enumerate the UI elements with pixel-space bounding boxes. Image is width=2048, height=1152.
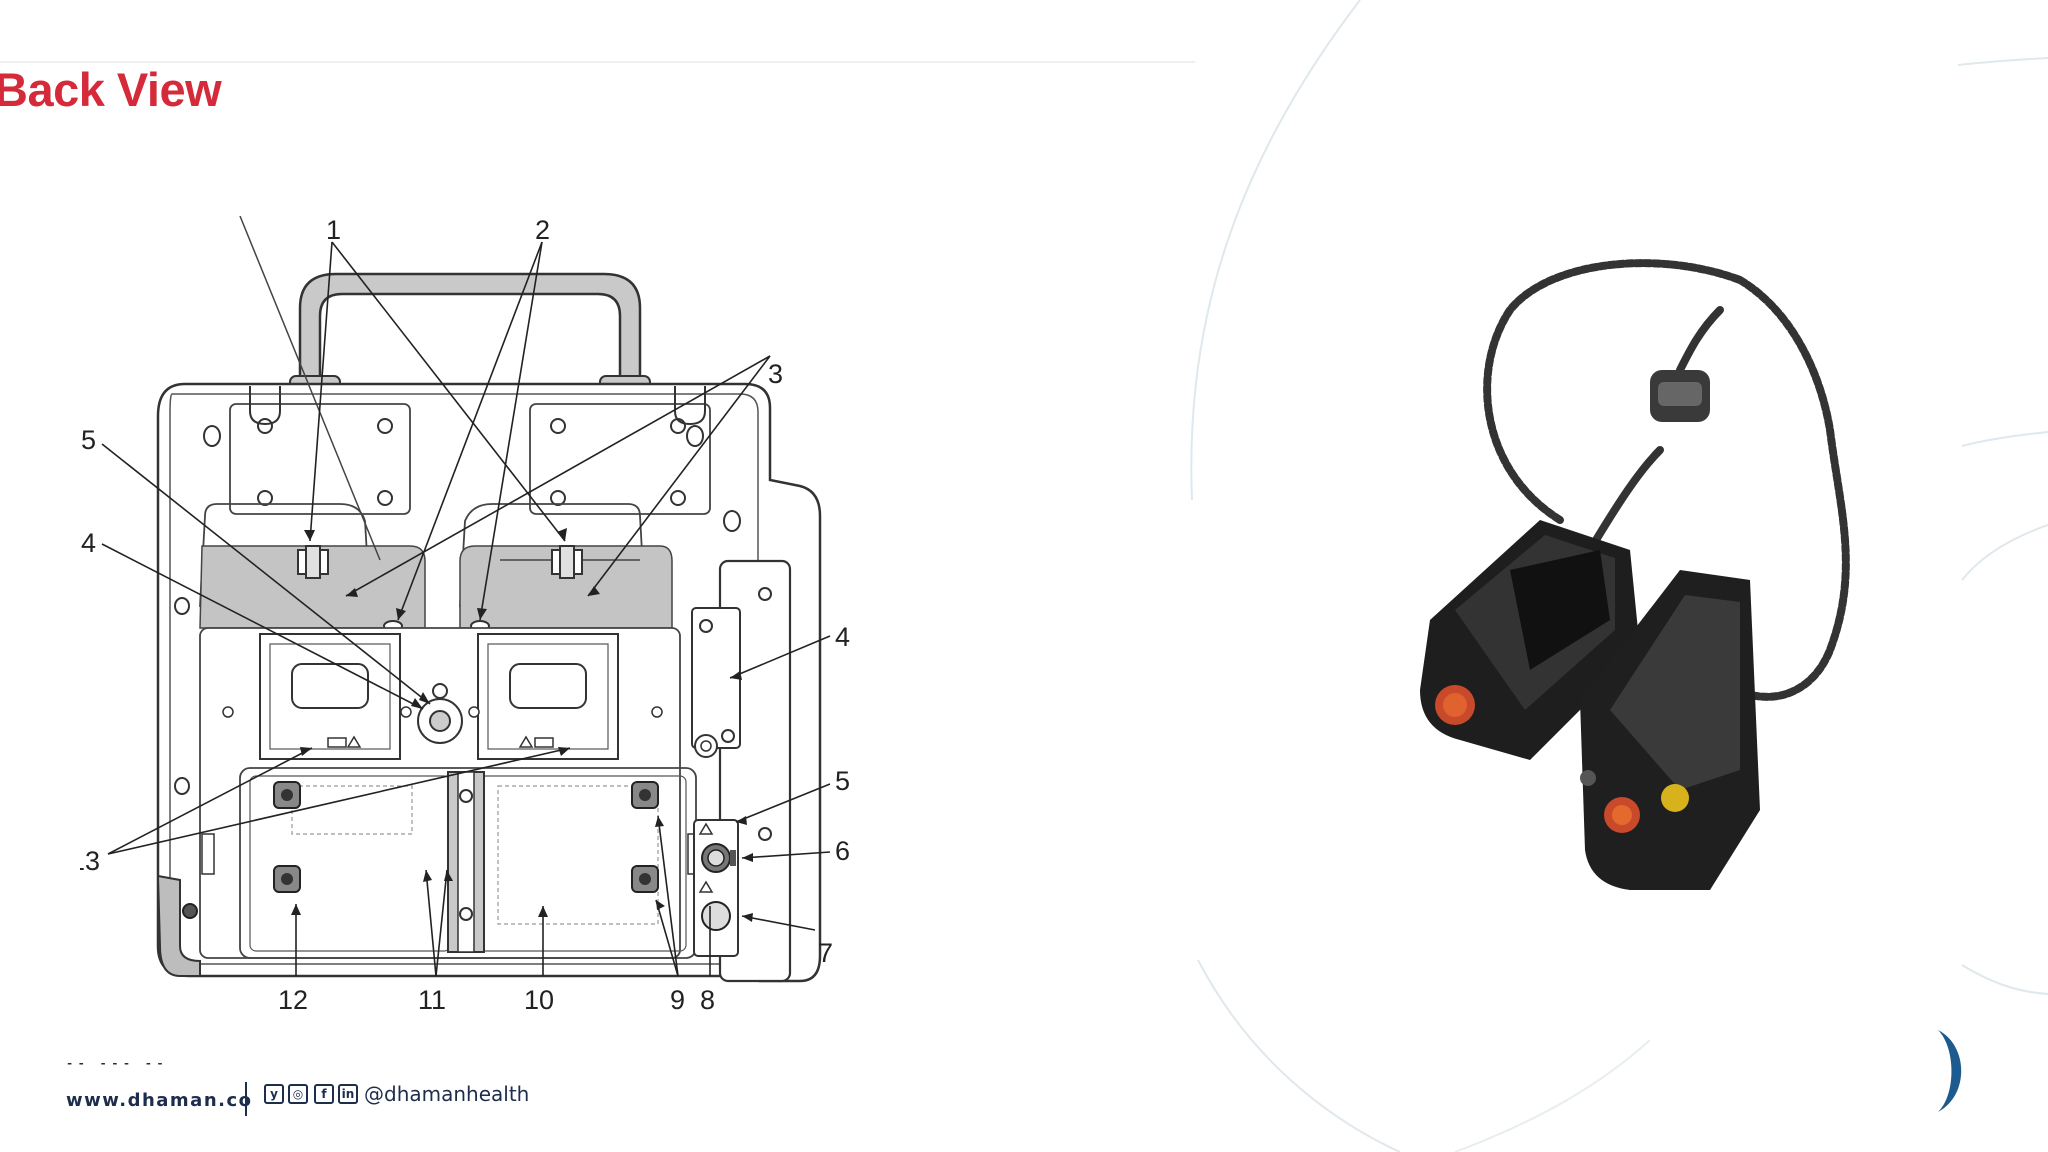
callout-15: 15 (80, 425, 96, 455)
callout-labels: 1 2 3 4 5 6 7 8 9 10 11 12 13 14 15 (80, 216, 850, 1015)
callout-11: 11 (418, 985, 446, 1015)
callout-9: 9 (670, 985, 685, 1015)
footer-divider (245, 1082, 247, 1116)
facebook-icon: f (314, 1084, 334, 1104)
rear-panel (199, 627, 701, 959)
footer-website: www.dhaman.co (66, 1090, 253, 1111)
slide-title: Back View (0, 63, 222, 116)
callout-1: 1 (326, 216, 341, 245)
external-paddles-photo (1420, 259, 1850, 890)
leader-lines (101, 241, 831, 977)
callout-8: 8 (700, 985, 715, 1015)
callout-3: 3 (768, 359, 783, 389)
callout-7: 7 (818, 938, 833, 968)
instagram-icon: ◎ (288, 1084, 308, 1104)
linkedin-icon: in (338, 1084, 358, 1104)
callout-5: 5 (835, 766, 850, 796)
callout-6: 6 (835, 836, 850, 866)
top-rule (0, 61, 1195, 63)
callout-4: 4 (835, 622, 850, 652)
back-view-diagram: 1 2 3 4 5 6 7 8 9 10 11 12 13 14 15 (80, 216, 850, 1015)
callout-14: 14 (80, 528, 96, 558)
connector-module (691, 559, 792, 983)
footer-social-handle: @dhamanhealth (364, 1082, 530, 1106)
leader-arrowheads (291, 528, 753, 922)
callout-13: 13 (80, 846, 100, 876)
callout-10: 10 (524, 985, 554, 1015)
callout-12: 12 (278, 985, 308, 1015)
apex-paddle (1420, 520, 1640, 760)
dhaman-logo-icon (1938, 1030, 1962, 1112)
phone-number-cropped: ·· ··· ·· (66, 1063, 226, 1075)
sternum-paddle (1580, 570, 1760, 890)
cable-connector (1650, 370, 1710, 422)
callout-2: 2 (535, 216, 550, 245)
carry-handle (289, 272, 651, 393)
twitter-icon: y (264, 1084, 284, 1104)
